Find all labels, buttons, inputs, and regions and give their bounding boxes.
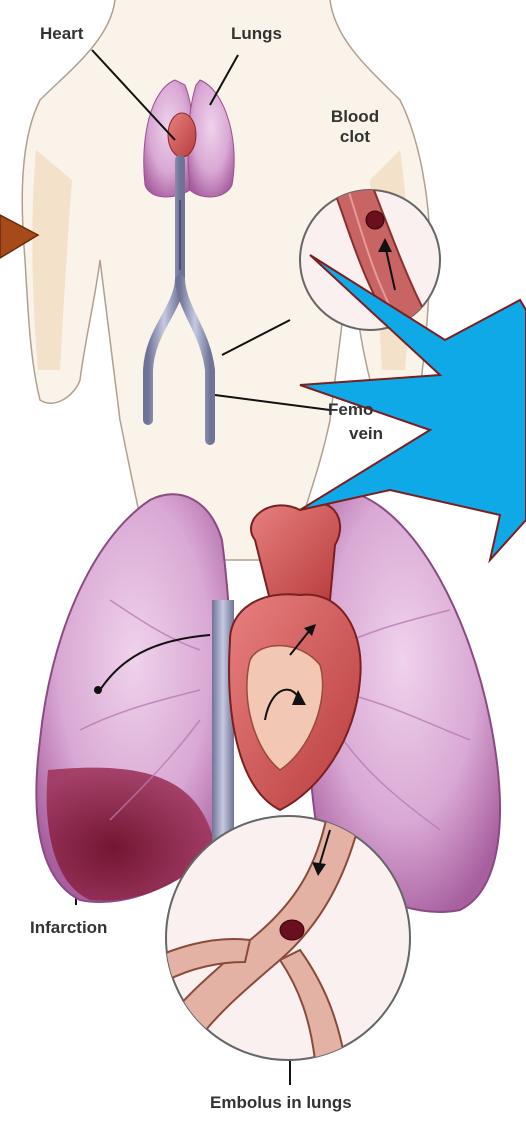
label-lungs: Lungs [231,24,282,44]
label-blood-clot-line1: Blood [315,107,395,127]
label-heart: Heart [40,24,83,44]
label-embolus-in-lungs: Embolus in lungs [210,1093,352,1113]
label-infarction: Infarction [30,918,107,938]
label-blood-clot-line2: clot [315,127,395,147]
label-femoral-vein-line1: Femo [328,400,373,420]
label-femoral-vein-line2: vein [349,424,383,444]
label-blood-clot: Blood clot [315,107,395,146]
small-heart [168,113,196,157]
